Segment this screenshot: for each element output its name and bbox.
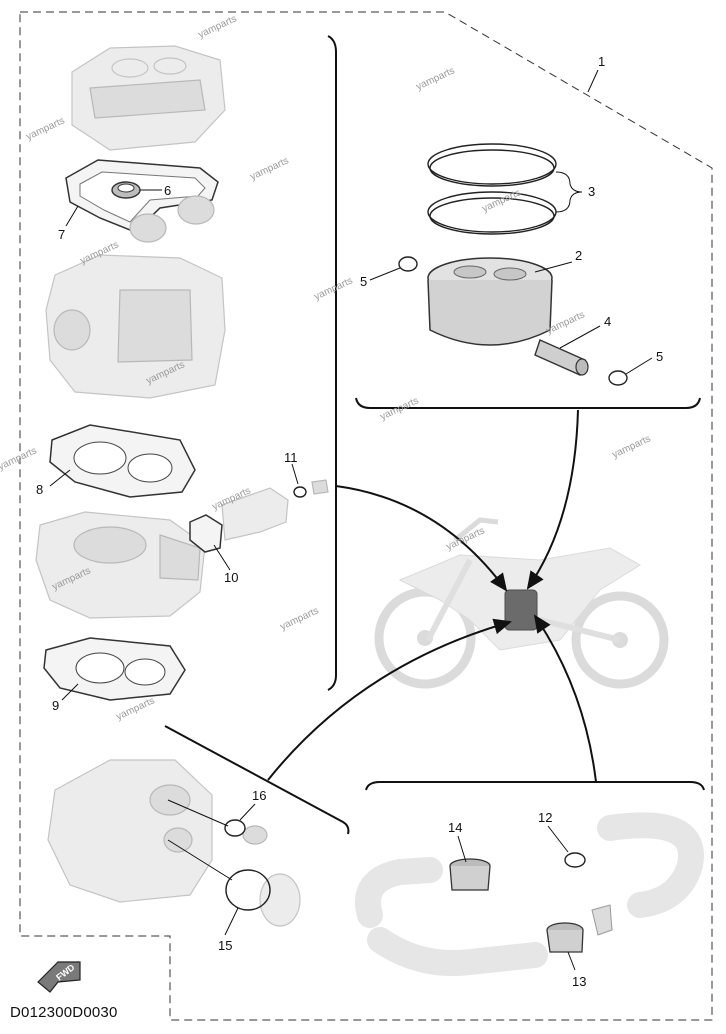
watermark: yamparts bbox=[197, 13, 239, 40]
bracket-right-top bbox=[327, 35, 337, 691]
callout-11: 11 bbox=[284, 450, 298, 465]
callout-16: 16 bbox=[252, 788, 266, 803]
piston-pin-clip-left bbox=[398, 256, 418, 272]
cylinder-head bbox=[45, 254, 226, 399]
radiator-hose-left bbox=[355, 857, 548, 977]
o-ring-12 bbox=[564, 852, 586, 868]
water-pump-impeller bbox=[242, 825, 301, 927]
callout-12: 12 bbox=[538, 810, 552, 825]
arrow-from-piston-group bbox=[526, 409, 579, 590]
watermark: yamparts bbox=[0, 445, 39, 472]
callout-7: 7 bbox=[58, 227, 65, 242]
hose-joint-13 bbox=[546, 922, 584, 953]
watermark: yamparts bbox=[611, 433, 653, 460]
leader-lines bbox=[49, 69, 653, 971]
piston-pin bbox=[534, 339, 589, 376]
callout-8: 8 bbox=[36, 482, 43, 497]
cylinder bbox=[35, 511, 206, 619]
bracket-water-pipe-group bbox=[365, 781, 705, 791]
callout-14: 14 bbox=[448, 820, 462, 835]
watermark: yamparts bbox=[415, 65, 457, 92]
bracket-water-pump-group bbox=[164, 725, 350, 835]
watermark: yamparts bbox=[313, 275, 355, 302]
piston-ring-set bbox=[427, 143, 557, 235]
bracket-piston-group bbox=[355, 397, 701, 409]
piston bbox=[427, 257, 553, 346]
piston-pin-clip-right bbox=[608, 370, 628, 386]
watermark: yamparts bbox=[249, 155, 291, 182]
o-ring-15 bbox=[225, 869, 271, 911]
watermark: yamparts bbox=[279, 605, 321, 632]
callout-5-left: 5 bbox=[360, 274, 367, 289]
head-cover-gasket bbox=[65, 159, 219, 243]
callout-5-right: 5 bbox=[656, 349, 663, 364]
callout-13: 13 bbox=[572, 974, 586, 989]
water-pump-cover bbox=[47, 759, 213, 903]
fwd-direction-badge: FWD bbox=[37, 961, 81, 993]
radiator-hose-right bbox=[591, 812, 704, 936]
callout-3: 3 bbox=[588, 184, 595, 199]
spark-plug-seal bbox=[111, 181, 141, 199]
diagram-code: D012300D0030 bbox=[10, 1004, 118, 1021]
callout-4: 4 bbox=[604, 314, 611, 329]
callout-labels: 1 2 3 4 5 5 6 7 8 9 10 11 12 13 14 15 16 bbox=[36, 54, 663, 989]
arrow-from-hose-group bbox=[533, 614, 597, 783]
callout-6: 6 bbox=[164, 183, 171, 198]
o-ring-16 bbox=[224, 819, 246, 837]
cylinder-head-gasket bbox=[49, 424, 196, 498]
cylinder-base-gasket bbox=[43, 637, 186, 701]
callout-15: 15 bbox=[218, 938, 232, 953]
callout-10: 10 bbox=[224, 570, 238, 585]
watermark: yamparts bbox=[379, 395, 421, 422]
thermostat-outlet bbox=[189, 479, 329, 553]
cylinder-head-cover bbox=[71, 45, 226, 151]
callout-2: 2 bbox=[575, 248, 582, 263]
hose-joint-14 bbox=[449, 858, 491, 891]
callout-9: 9 bbox=[52, 698, 59, 713]
motorcycle-illustration bbox=[374, 517, 669, 689]
arrow-from-top-end bbox=[335, 485, 508, 592]
watermark: yamparts bbox=[25, 115, 67, 142]
callout-1: 1 bbox=[598, 54, 605, 69]
arrow-from-water-pump bbox=[267, 618, 512, 781]
